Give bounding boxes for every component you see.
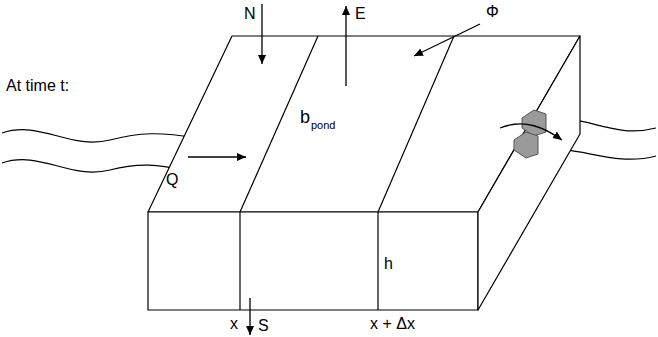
coordinate-label: x: [230, 316, 238, 332]
coordinate-label: x + Δx: [370, 316, 415, 332]
variable-name: b: [300, 108, 310, 126]
flux-symbol: N: [244, 6, 256, 22]
time-caption: At time t:: [6, 78, 69, 94]
dimension-label: h: [384, 256, 393, 272]
flux-symbol: S: [258, 318, 269, 334]
flux-symbol: Φ: [486, 4, 499, 20]
flux-symbol: Q: [166, 172, 178, 188]
flux-symbol: E: [355, 6, 366, 22]
variable-subscript: pond: [311, 120, 335, 131]
